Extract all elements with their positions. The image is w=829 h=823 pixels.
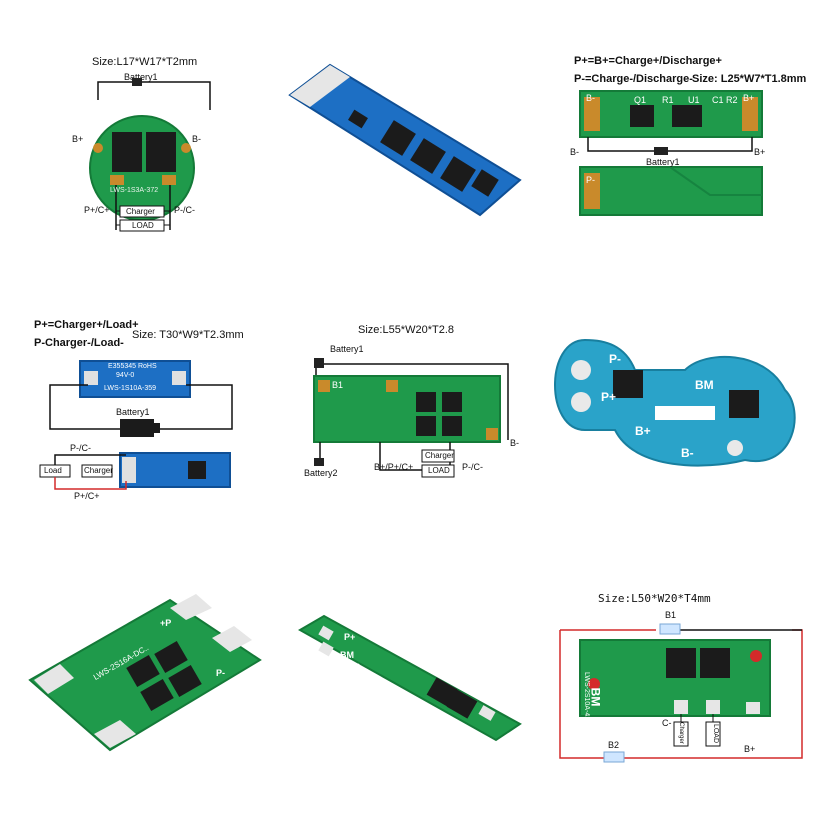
c1r2-label: C1 R2 <box>712 95 738 105</box>
u1-label: U1 <box>688 95 700 105</box>
load-box-label: Load <box>44 466 62 475</box>
p-plus-label: P+/C+ <box>84 205 110 215</box>
r1-label: R1 <box>662 95 674 105</box>
size-label: Size:L50*W20*T4mm <box>598 592 711 605</box>
p-minus-label: P-/C- <box>70 443 91 453</box>
battery1-label: Battery1 <box>330 344 364 354</box>
panel-round-pcb: Size:L17*W17*T2mm Battery1 B+ B- LWS-1S3… <box>50 50 250 240</box>
b2-label: B2 <box>608 740 620 750</box>
rule-line-2: P-=Charge-/Discharge- <box>574 73 693 85</box>
b-minus-label: B- <box>570 147 579 157</box>
pad-b-plus: B+ <box>743 93 755 103</box>
size-label: Size:L55*W20*T2.8 <box>358 324 454 336</box>
round-pcb-diagram <box>89 78 211 232</box>
load-box-label: LOAD <box>132 221 154 230</box>
l50-board-diagram <box>559 623 803 763</box>
silk-label: LWS-1S3A-372 <box>110 187 159 194</box>
battery-label: Battery1 <box>646 157 680 167</box>
strip-pcb-image <box>288 63 522 217</box>
charger-box-label: Charger <box>425 451 454 460</box>
size-label: Size: L25*W7*T1.8mm <box>692 73 807 85</box>
b-plus-label: B+ <box>72 134 84 144</box>
p-plus-label: P+ <box>344 632 356 642</box>
rule-line-2: P-Charger-/Load- <box>34 337 124 349</box>
silk-3: LWS-1S10A-359 <box>104 385 157 392</box>
c-minus-label: C- <box>662 718 672 728</box>
bm-label: BM <box>588 687 603 707</box>
panel-bar-pcb: P+=B+=Charge+/Discharge+ P-=Charge-/Disc… <box>570 55 810 225</box>
pad-p-minus: P- <box>586 175 595 185</box>
b-plus-label: B+ <box>635 424 651 438</box>
b-minus-label: B- <box>192 134 201 144</box>
p-minus-label: P- <box>354 662 363 672</box>
b1-label: B1 <box>665 610 677 620</box>
silk-2: 94V-0 <box>116 372 135 379</box>
silk-1: E355345 RoHS <box>108 363 157 370</box>
2s16a-image <box>28 594 262 752</box>
b-minus-label: B- <box>510 438 519 448</box>
b-plus-label: B+ <box>754 147 766 157</box>
p-plus-label: +P <box>160 618 172 628</box>
panel-l50-board: Size:L50*W20*T4mm B1 B2 LWS-2S10A-418 BM… <box>550 590 815 770</box>
panel-strip-pcb <box>280 55 530 225</box>
p-minus-label: P- <box>216 668 225 678</box>
size-label: Size:L17*W17*T2mm <box>92 56 198 68</box>
pad-b-minus: B- <box>586 93 595 103</box>
slim-green-image <box>297 614 522 742</box>
bm-label: BM <box>695 378 714 392</box>
p-plus-label: P+ <box>601 390 617 404</box>
charger-box-label: Charger <box>126 207 155 216</box>
b-plus-label: B+ <box>744 744 756 754</box>
bottom-label: B+/P+/C+ <box>374 462 414 472</box>
charger-box-label: Charger <box>677 722 684 744</box>
teal-board-image <box>554 338 796 467</box>
battery-label: Battery1 <box>124 72 158 82</box>
panel-teal-board: P- P+ BM B+ B- <box>545 320 805 490</box>
b1-label: B1 <box>332 380 344 390</box>
p-plus-label: P+/C+ <box>74 491 100 501</box>
p-minus-label: P- <box>609 352 621 366</box>
b-minus-label: B- <box>681 446 694 460</box>
large-green-diagram <box>313 358 509 478</box>
battery-label: Battery1 <box>116 407 150 417</box>
size-label: Size: T30*W9*T2.3mm <box>132 329 244 341</box>
rule-line-1: P+=B+=Charge+/Discharge+ <box>574 55 722 67</box>
bar-pcb-diagram <box>579 90 763 216</box>
p-minus-label: P-/C- <box>174 205 195 215</box>
load-box-label: LOAD <box>712 723 720 744</box>
charger-box-label: Charger <box>84 466 113 475</box>
battery2-label: Battery2 <box>304 468 338 478</box>
p-minus-label: P-/C- <box>462 462 483 472</box>
blue-bar-diagram <box>39 360 233 490</box>
bm-label: BM <box>340 650 354 660</box>
q1-label: Q1 <box>634 95 647 105</box>
panel-large-green: Size:L55*W20*T2.8 Battery1 B1 B- Battery… <box>290 320 530 490</box>
rule-line-1: P+=Charger+/Load+ <box>34 319 139 331</box>
panel-slim-green: P+ BM P- <box>290 600 530 760</box>
panel-blue-bar: P+=Charger+/Load+ P-Charger-/Load- Size:… <box>30 315 270 505</box>
load-box-label: LOAD <box>428 466 450 475</box>
panel-2s16a: +P LWS-2S16A-DC.. P- <box>20 590 270 770</box>
